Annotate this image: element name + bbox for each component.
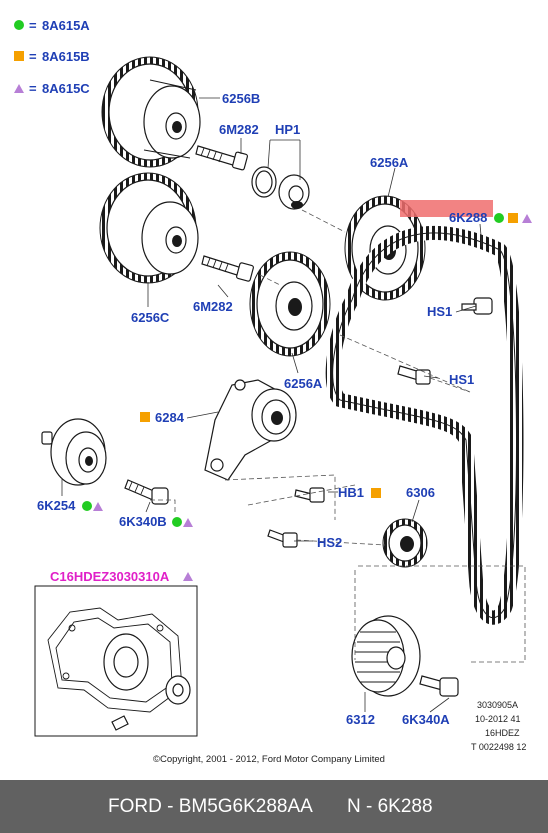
- purple-triangle-icon: [183, 572, 193, 581]
- legend-orange-square-icon: [14, 51, 24, 61]
- info-line-3: 16HDEZ: [485, 728, 520, 738]
- drawing-info: 3030905A 10-2012 41 16HDEZ T 0022498 12: [471, 700, 526, 752]
- copyright-text: ©Copyright, 2001 - 2012, Ford Motor Comp…: [153, 754, 385, 765]
- camshaft-sprocket-6256c: [99, 172, 199, 284]
- crankshaft-sprocket-6306: [382, 518, 428, 568]
- label-6m282-top: 6M282: [219, 122, 259, 137]
- footer-part-number: FORD - BM5G6K288AA: [108, 796, 313, 817]
- orange-square-icon: [371, 488, 381, 498]
- tensioner-6284: [204, 379, 297, 481]
- camshaft-sprocket-6256b: [101, 56, 201, 168]
- legend-green-circle-icon: [14, 20, 24, 30]
- orange-square-icon: [508, 213, 518, 223]
- footer-part-code: N - 6K288: [347, 796, 433, 817]
- label-6256b: 6256B: [222, 91, 260, 106]
- bolt-6k340a: [419, 675, 459, 697]
- legend-equals-a: =: [29, 18, 37, 33]
- camshaft-sprocket-6256a-lower: [249, 251, 331, 357]
- label-6256c: 6256C: [131, 310, 170, 325]
- legend-code-c: 8A615C: [42, 81, 90, 96]
- purple-triangle-icon: [522, 214, 532, 223]
- label-hs1-lower: HS1: [449, 372, 474, 387]
- info-line-4: T 0022498 12: [471, 742, 526, 752]
- highlight-marker: [400, 200, 493, 217]
- orange-square-icon: [140, 412, 150, 422]
- water-pump-inset: [34, 585, 198, 737]
- label-6k254: 6K254: [37, 498, 76, 513]
- legend-equals-b: =: [29, 49, 37, 64]
- legend-equals-c: =: [29, 81, 37, 96]
- guide-lines: [150, 209, 526, 663]
- purple-triangle-icon: [93, 502, 103, 511]
- label-6m282-mid: 6M282: [193, 299, 233, 314]
- bolt-hs2: [267, 529, 298, 548]
- bolt-hs1-lower: [397, 365, 431, 385]
- info-line-2: 10-2012 41: [475, 714, 521, 724]
- label-6284: 6284: [155, 410, 185, 425]
- green-circle-icon: [82, 501, 92, 511]
- idler-pulley-6k254: [41, 418, 107, 486]
- parts-diagram: = 8A615A = 8A615B = 8A615C: [14, 18, 532, 765]
- bolt-6k340b: [124, 479, 169, 505]
- purple-triangle-icon: [183, 518, 193, 527]
- label-c16hdez3030310a: C16HDEZ3030310A: [50, 569, 170, 584]
- label-hs2: HS2: [317, 535, 342, 550]
- label-hp1: HP1: [275, 122, 300, 137]
- green-circle-icon: [494, 213, 504, 223]
- label-6312: 6312: [346, 712, 375, 727]
- label-6306: 6306: [406, 485, 435, 500]
- green-circle-icon: [172, 517, 182, 527]
- label-6256a-mid: 6256A: [284, 376, 323, 391]
- washer-hp1: [251, 166, 310, 210]
- legend-code-b: 8A615B: [42, 49, 90, 64]
- legend-purple-triangle-icon: [14, 84, 24, 93]
- label-6k340a: 6K340A: [402, 712, 450, 727]
- bolt-hs1-upper: [461, 297, 493, 315]
- part-labels: 6256B 6M282 HP1 6256A 6K288 6256C 6M282 …: [37, 91, 532, 727]
- label-6256a-top: 6256A: [370, 155, 409, 170]
- label-hs1-upper: HS1: [427, 304, 452, 319]
- label-6k288: 6K288: [449, 210, 487, 225]
- label-hb1: HB1: [338, 485, 364, 500]
- leader-lines: [61, 97, 483, 713]
- info-line-1: 3030905A: [477, 700, 518, 710]
- crankshaft-pulley-6312: [351, 615, 421, 697]
- legend-code-a: 8A615A: [42, 18, 90, 33]
- bolt-6m282-top: [195, 145, 249, 171]
- legend: = 8A615A = 8A615B = 8A615C: [14, 18, 90, 96]
- timing-belt-6k288: [325, 226, 524, 625]
- footer-bar: FORD - BM5G6K288AA N - 6K288: [0, 780, 548, 833]
- bolt-6m282-mid: [201, 255, 254, 282]
- label-6k340b: 6K340B: [119, 514, 167, 529]
